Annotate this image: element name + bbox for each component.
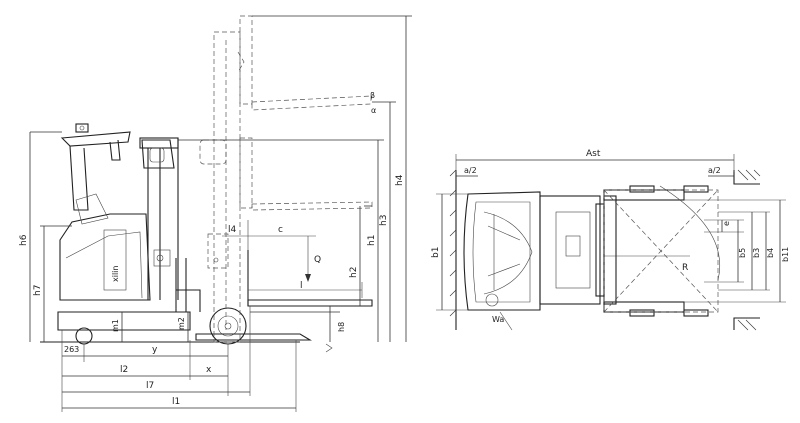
- label-h7: h7: [33, 285, 43, 296]
- width-dimensions-right: e b5 b3 b4 b11: [684, 199, 790, 303]
- label-r: R: [682, 263, 688, 273]
- label-b4: b4: [766, 248, 775, 258]
- label-263: 263: [64, 345, 79, 354]
- label-l1: l1: [172, 397, 180, 407]
- label-h4: h4: [395, 174, 405, 186]
- label-h6: h6: [19, 234, 29, 246]
- label-c: c: [278, 225, 283, 235]
- label-m2: m2: [177, 317, 186, 330]
- brand-label: xilin: [111, 266, 120, 282]
- ast-dimension: Ast a/2 a/2: [455, 149, 735, 177]
- b1-dimension: b1: [431, 193, 468, 311]
- mast: [139, 137, 179, 300]
- right-stack-walls: [733, 169, 761, 331]
- label-y: y: [152, 345, 158, 355]
- label-b11: b11: [781, 247, 790, 262]
- label-wa: Wa: [492, 315, 504, 324]
- label-q: Q: [314, 255, 321, 265]
- label-l4: l4: [228, 225, 237, 235]
- turning-radius: R Wa: [492, 255, 690, 331]
- top-view: R Wa Ast a/2 a/2 b1: [431, 149, 790, 331]
- label-x: x: [206, 365, 212, 375]
- truck-plan: [463, 191, 617, 311]
- label-b5: b5: [738, 248, 747, 258]
- pallet-outline: [603, 185, 721, 313]
- forks: [603, 185, 709, 317]
- label-h2: h2: [349, 267, 359, 278]
- label-l: l: [300, 281, 303, 291]
- left-wall: [449, 169, 457, 330]
- label-h8: h8: [337, 322, 346, 332]
- raised-fork-carriage: [199, 15, 373, 343]
- label-b3: b3: [752, 248, 761, 258]
- label-b1: b1: [431, 247, 441, 258]
- label-a2-right: a/2: [708, 166, 721, 175]
- label-l7: l7: [146, 381, 154, 391]
- label-h1: h1: [367, 235, 377, 246]
- vertical-dimensions-right: h4 h3 β α h1 h2 h8: [178, 15, 412, 353]
- overhead-guard: [60, 123, 131, 211]
- load-center-marks: c Q l l4: [222, 225, 363, 298]
- vertical-dimensions-left: h6 h7 m1 m2: [19, 131, 189, 342]
- truck-body: xilin: [57, 193, 201, 331]
- side-view: xilin: [19, 15, 412, 412]
- label-e: e: [722, 221, 731, 226]
- label-beta: β: [370, 91, 375, 100]
- label-m1: m1: [111, 319, 120, 332]
- label-l2: l2: [120, 365, 128, 375]
- label-h3: h3: [379, 215, 389, 226]
- label-a2-left: a/2: [464, 166, 477, 175]
- label-alpha: α: [371, 106, 376, 115]
- label-ast: Ast: [586, 149, 601, 159]
- lowered-fork: [247, 220, 373, 307]
- horizontal-dimensions-bottom: 263 y l2 x l7 l1: [61, 306, 297, 412]
